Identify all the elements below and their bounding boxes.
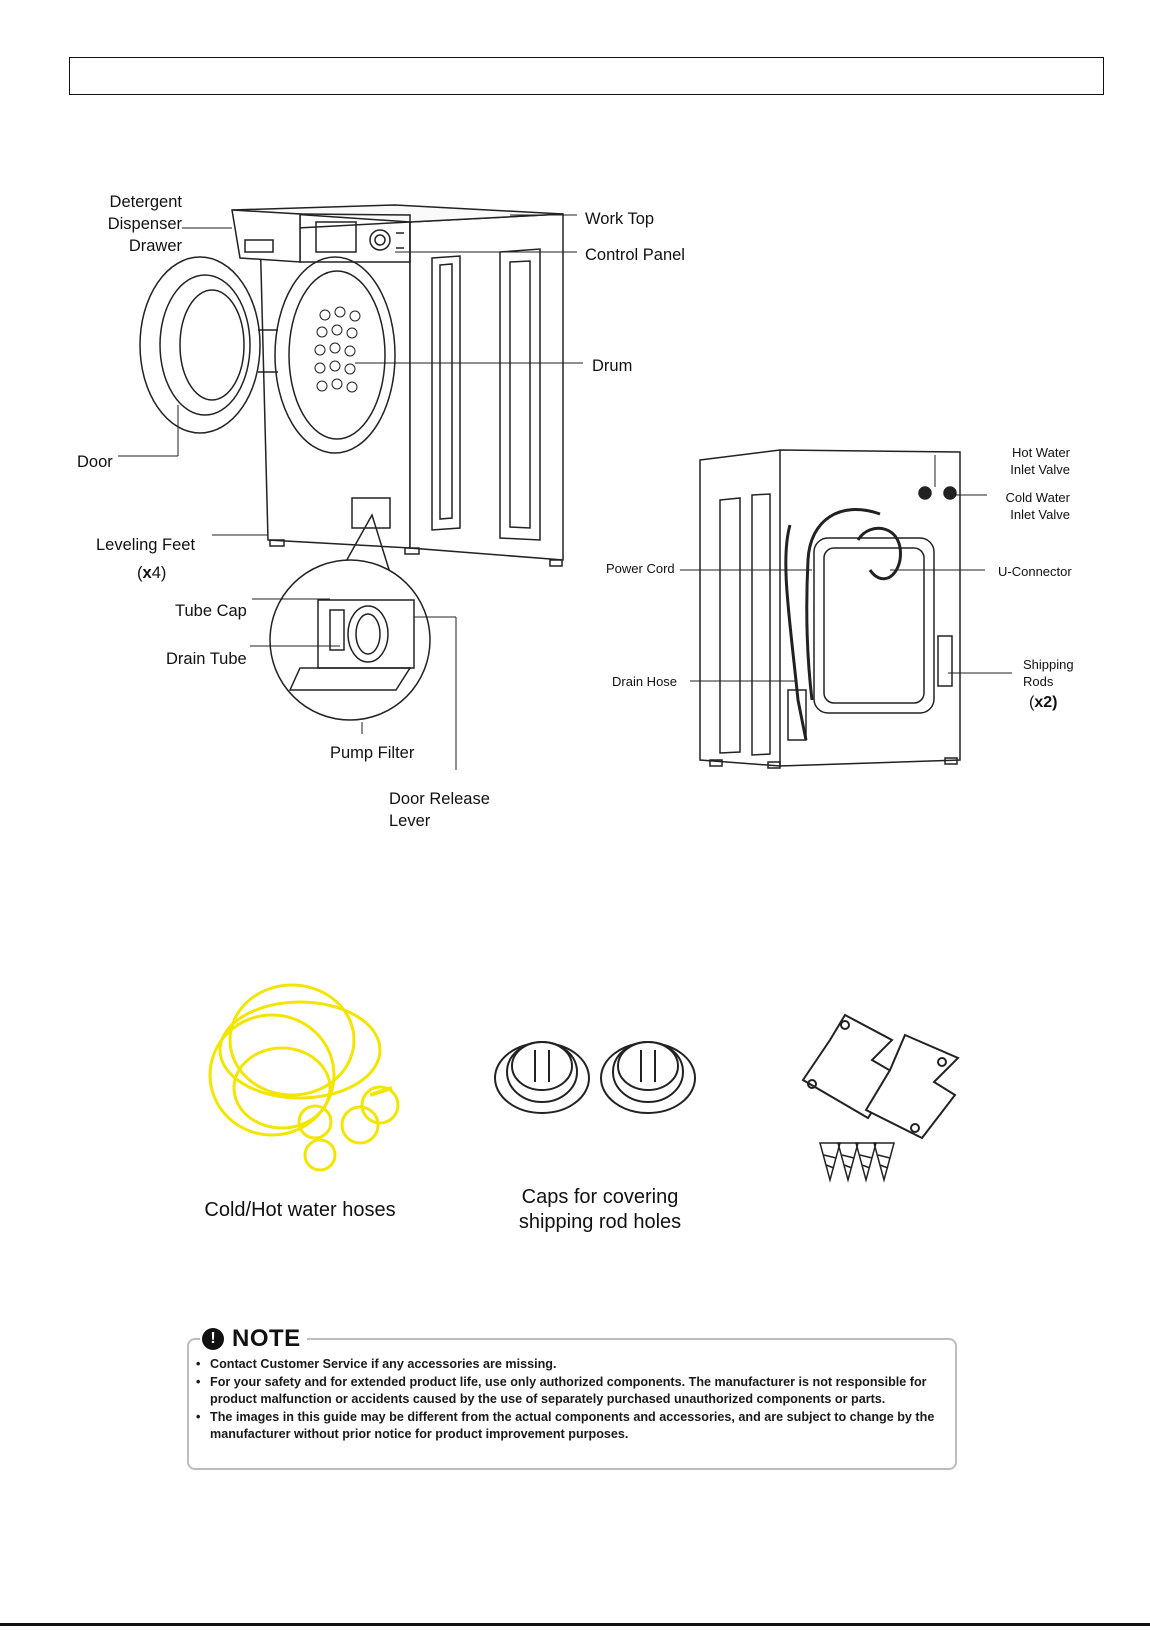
- note-header: ! NOTE: [200, 1325, 307, 1353]
- note-item: Contact Customer Service if any accessor…: [196, 1356, 946, 1374]
- drum-label: Drum: [592, 355, 632, 377]
- water-hoses-illustration: [210, 985, 398, 1170]
- cold-water-inlet-valve-label: Cold Water Inlet Valve: [960, 489, 1070, 523]
- washer-rear-illustration: [700, 450, 960, 768]
- drain-hose-label: Drain Hose: [612, 673, 677, 690]
- drain-tube-label: Drain Tube: [166, 648, 247, 670]
- shipping-rods-label: Shipping Rods: [1023, 656, 1074, 690]
- tube-cap-label: Tube Cap: [175, 600, 247, 622]
- hot-water-inlet-valve-label: Hot Water Inlet Valve: [960, 444, 1070, 478]
- water-hoses-caption: Cold/Hot water hoses: [190, 1198, 410, 1223]
- door-label: Door: [77, 451, 113, 473]
- rod-caps-illustration: [495, 1042, 695, 1113]
- note-list: Contact Customer Service if any accessor…: [196, 1356, 946, 1444]
- exclamation-circle-icon: !: [202, 1328, 224, 1350]
- power-cord-label: Power Cord: [606, 560, 675, 577]
- screws-illustration: [820, 1143, 894, 1180]
- washer-front-illustration: [140, 205, 563, 566]
- note-item: For your safety and for extended product…: [196, 1374, 946, 1409]
- work-top-label: Work Top: [585, 208, 654, 230]
- note-title: NOTE: [232, 1325, 301, 1353]
- shipping-rods-count: (x2): [1029, 692, 1057, 714]
- note-item: The images in this guide may be differen…: [196, 1409, 946, 1444]
- u-connector-label: U-Connector: [998, 563, 1072, 580]
- control-panel-label: Control Panel: [585, 244, 685, 266]
- leveling-feet-count: (x4): [137, 562, 166, 584]
- pump-filter-label: Pump Filter: [330, 742, 414, 764]
- door-release-lever-label: Door Release Lever: [389, 788, 490, 832]
- shipping-rod-plates-illustration: [803, 1015, 958, 1138]
- leveling-feet-label: Leveling Feet: [96, 534, 195, 556]
- rod-caps-caption: Caps for covering shipping rod holes: [500, 1185, 700, 1235]
- page-bottom-rule: [0, 1623, 1150, 1626]
- detergent-dispenser-drawer-label: Detergent Dispenser Drawer: [80, 191, 182, 257]
